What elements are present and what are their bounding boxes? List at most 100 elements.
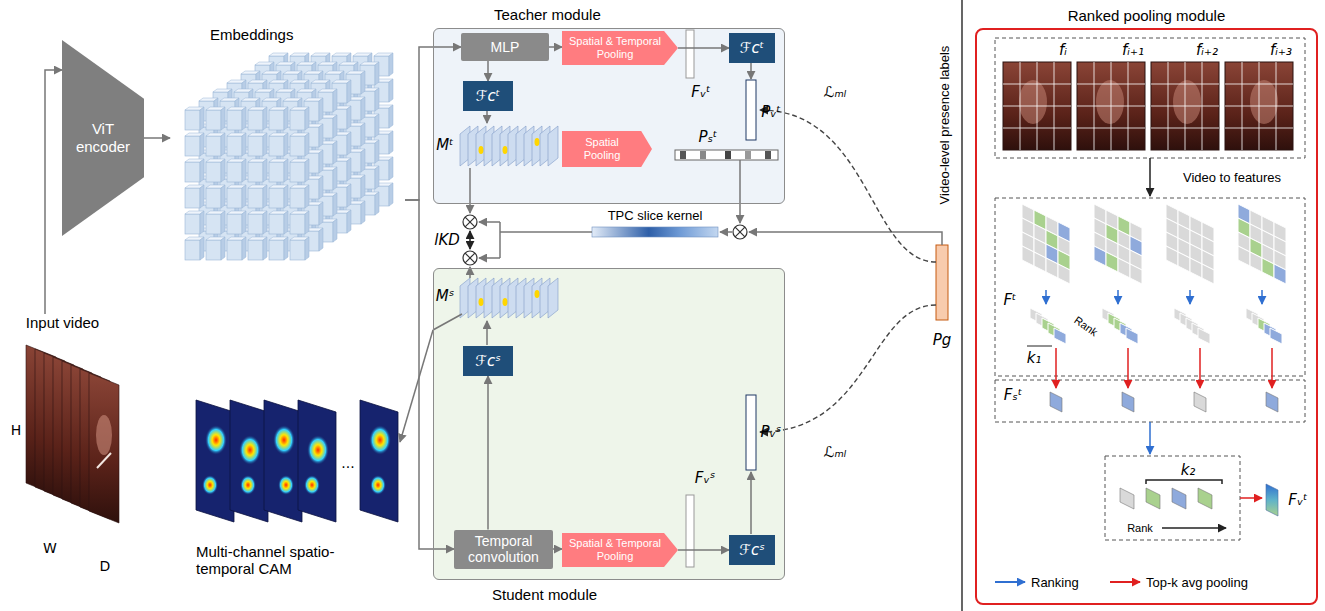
embedding-cubes	[290, 109, 305, 129]
ranked-pooling-figure	[1054, 328, 1066, 344]
embedding-cubes	[263, 210, 267, 233]
ranked-pooling-figure	[1198, 488, 1212, 509]
feature-bar	[725, 151, 731, 159]
math-symbol: k₁	[1027, 349, 1042, 367]
flow-arrow	[750, 62, 752, 79]
embedding-cubes	[347, 183, 351, 206]
node-text: Input video	[26, 314, 99, 331]
embedding-cubes	[227, 135, 242, 155]
embedding-cubes	[221, 133, 225, 156]
ranked-pooling-figure	[1172, 488, 1186, 509]
embedding-cubes	[200, 159, 204, 182]
embedding-cubes	[248, 162, 263, 182]
embedding-cubes	[248, 214, 263, 234]
pooling-arrow: Spatial & Temporal Pooling	[562, 533, 678, 567]
node-text: ViT encoder	[68, 120, 138, 156]
encoder-trapezoid: ViT encoder	[62, 40, 144, 236]
embedding-cubes	[242, 107, 246, 130]
embedding-cubes	[319, 123, 323, 146]
multiply-symbol	[465, 217, 475, 227]
flow-arrow	[499, 222, 501, 258]
multiply-symbol	[463, 215, 747, 265]
embedding-cubes	[290, 135, 305, 155]
embedding-cubes	[269, 135, 284, 155]
feature-bar	[592, 227, 718, 237]
math-symbol: Fₛᵗ	[1004, 386, 1023, 404]
ranked-pooling-figure	[1126, 328, 1138, 344]
embedding-cubes	[361, 201, 365, 224]
embedding-cubes	[227, 162, 242, 182]
ranked-pooling-figure	[1151, 62, 1219, 150]
embedding-cubes	[305, 185, 309, 208]
embedding-cubes	[347, 131, 351, 154]
cam-frames	[196, 400, 398, 522]
embedding-cubes	[263, 184, 267, 207]
dimension-label: D	[100, 558, 111, 574]
classifier-box: ℱcˢ	[463, 346, 513, 376]
node-text: ℱcᵗ	[476, 87, 500, 105]
dimension-label: H	[11, 422, 22, 438]
cam-frames	[369, 425, 391, 455]
loss-label: ℒₘₗ	[824, 83, 847, 101]
panel-arrow	[1149, 158, 1151, 196]
embedding-cubes	[319, 175, 323, 198]
feature-bar	[765, 151, 771, 159]
embedding-cubes	[347, 79, 351, 102]
feature-bar	[592, 30, 948, 567]
embedding-cubes	[305, 132, 309, 155]
embedding-cubes	[263, 107, 267, 130]
embedding-cubes	[361, 175, 365, 198]
embedding-cubes	[227, 187, 242, 207]
cam-frames	[202, 475, 218, 495]
embedding-cubes	[221, 107, 225, 130]
embedding-cubes	[347, 132, 351, 155]
embedding-cubes	[333, 140, 337, 163]
teacher-module-box: Teacher moduleMLPSpatial & Temporal Pool…	[433, 28, 785, 204]
multiply-symbol	[735, 227, 745, 237]
ranked-pooling-figure	[1127, 348, 1129, 388]
math-symbol: Fᵥᵗ	[691, 83, 710, 101]
panel-arrow	[1146, 480, 1222, 484]
embedding-cubes	[269, 188, 284, 208]
legend-sample	[995, 581, 1025, 583]
ranked-pooling-figure	[1189, 290, 1191, 304]
video-frames	[89, 373, 119, 523]
teacher-cam-stack	[535, 138, 540, 146]
embedding-cubes	[185, 110, 200, 130]
teacher-cam-stack	[460, 126, 558, 166]
dashed-group-box	[995, 198, 1305, 376]
embedding-cubes	[389, 157, 393, 180]
embedding-cubes	[227, 161, 242, 181]
ranked-pooling-figure	[1019, 80, 1047, 124]
embedding-cubes	[227, 213, 242, 233]
ranked-pooling-figure	[1173, 80, 1201, 124]
embedding-cubes	[269, 187, 284, 207]
embedding-cubes	[221, 185, 225, 208]
embedding-cubes	[269, 110, 284, 130]
ranked-pooling-figure	[1003, 128, 1071, 129]
flow-arrow	[469, 168, 471, 213]
ranked-pooling-figure	[1096, 80, 1124, 124]
teacher-cam-stack	[479, 146, 484, 154]
flow-arrow	[479, 221, 500, 223]
loss-arrow	[760, 110, 936, 432]
embedding-cubes	[269, 161, 284, 181]
dashed-group-box	[995, 38, 1305, 158]
video-frames	[97, 453, 111, 468]
embedding-cubes	[290, 240, 305, 260]
teacher-cam-stack	[548, 126, 558, 166]
embedding-cubes	[319, 176, 323, 199]
multiply-symbol	[465, 217, 475, 227]
embedding-cubes	[389, 79, 393, 102]
embedding-cubes	[305, 158, 309, 181]
embedding-cubes	[319, 228, 323, 251]
embedding-cubes	[375, 140, 379, 163]
embedding-cubes	[319, 201, 323, 224]
embedding-cubes	[242, 211, 246, 234]
ranked-pooling-figure	[1022, 246, 1034, 266]
embedding-cubes	[263, 106, 267, 129]
embedding-cubes	[375, 88, 379, 111]
student-cam-stack	[548, 278, 558, 318]
module-heading: Teacher module	[494, 6, 601, 23]
